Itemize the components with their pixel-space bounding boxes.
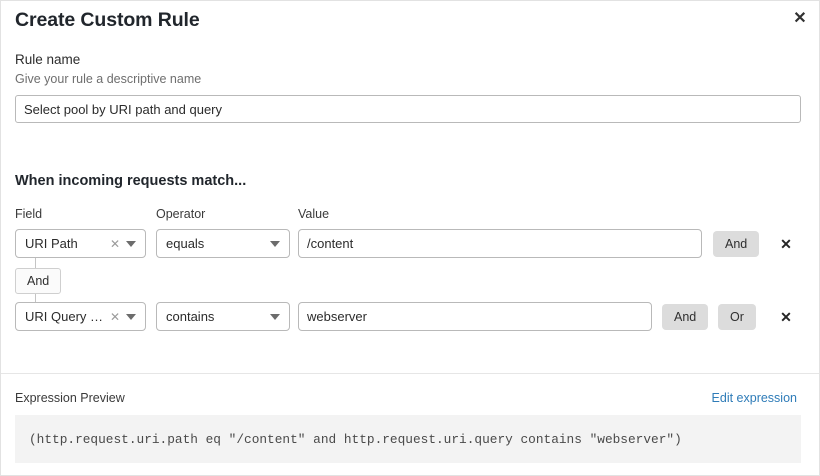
connector-line-top [35,258,36,268]
and-button-2[interactable]: And [662,304,709,330]
close-icon[interactable]: ✕ [788,7,812,31]
rule-name-input[interactable] [15,95,801,123]
condition-row: URI Query St... ✕ contains And Or ✕ [1,302,819,332]
field-select-1[interactable]: URI Path ✕ [15,229,146,258]
chevron-down-icon [126,313,136,320]
connector-line-bottom [35,294,36,304]
expression-preview-label: Expression Preview [15,391,125,405]
operator-select-1-value: equals [166,236,205,251]
value-input-1[interactable] [298,229,702,258]
delete-condition-button-2[interactable]: ✕ [775,302,797,331]
chevron-down-icon [270,240,280,247]
page-title: Create Custom Rule [15,9,200,31]
rule-name-label: Rule name [15,52,81,67]
preview-divider [1,373,819,374]
chevron-down-icon [270,313,280,320]
rule-name-help-text: Give your rule a descriptive name [15,72,202,86]
field-select-2[interactable]: URI Query St... ✕ [15,302,146,331]
connector-and-badge[interactable]: And [15,268,62,294]
or-button-2[interactable]: Or [718,304,756,330]
delete-condition-button-1[interactable]: ✕ [775,229,797,258]
field-select-2-value: URI Query St... [25,309,108,324]
chevron-down-icon [126,240,136,247]
dialog-header: Create Custom Rule ✕ [1,1,819,45]
match-section-heading: When incoming requests match... [15,173,247,189]
condition-column-labels: Field Operator Value [1,207,819,225]
edit-expression-link[interactable]: Edit expression [711,391,797,405]
condition-row: URI Path ✕ equals And ✕ [1,229,819,259]
column-label-operator: Operator [156,207,206,221]
operator-select-2[interactable]: contains [156,302,290,331]
operator-select-1[interactable]: equals [156,229,290,258]
rule-name-section: Rule name Give your rule a descriptive n… [15,51,801,123]
value-input-2[interactable] [298,302,652,331]
condition-connector: And [1,258,121,304]
column-label-value: Value [298,207,330,221]
expression-preview-code: (http.request.uri.path eq "/content" and… [15,415,801,463]
field-select-1-value: URI Path [25,236,78,251]
operator-select-2-value: contains [166,309,215,324]
clear-icon[interactable]: ✕ [109,309,120,324]
clear-icon[interactable]: ✕ [109,236,120,251]
column-label-field: Field [15,207,43,221]
and-button-1[interactable]: And [713,231,760,257]
